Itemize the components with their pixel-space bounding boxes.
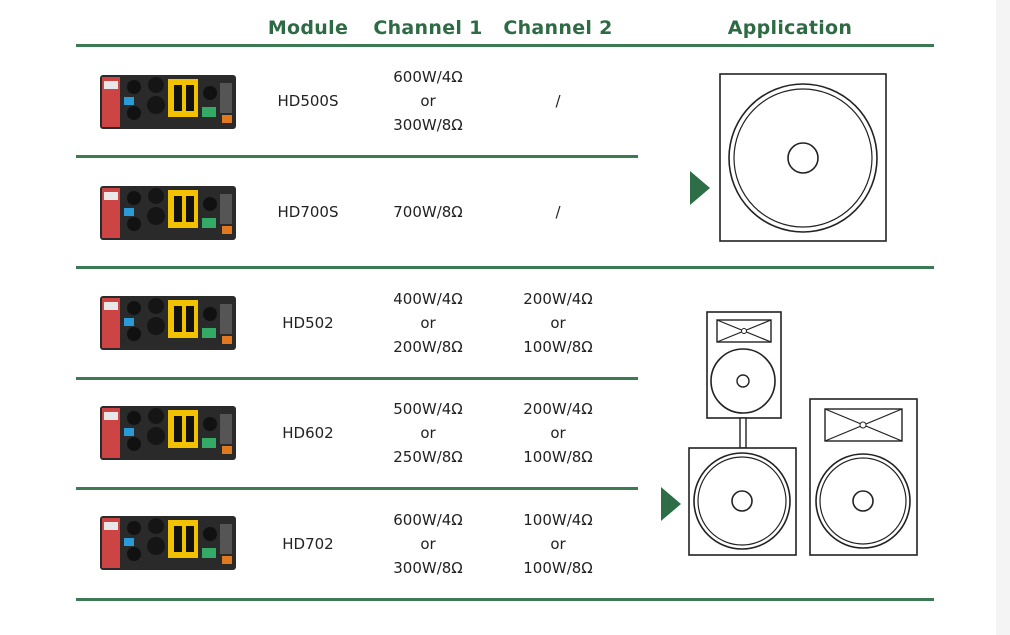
channel-2-power: 100W/4Ω or 100W/8Ω — [523, 511, 593, 577]
channel-1-power: 500W/4Ω or 250W/8Ω — [393, 400, 463, 466]
channel-1-power: 700W/8Ω — [393, 203, 463, 221]
channel-2-power: 200W/4Ω or 100W/8Ω — [523, 400, 593, 466]
channel-2-power: / — [555, 92, 561, 110]
module-name: HD700S — [277, 203, 339, 221]
module-name: HD500S — [277, 92, 339, 110]
channel-2-power: 200W/4Ω or 100W/8Ω — [523, 290, 593, 356]
channel-1-power: 600W/4Ω or 300W/8Ω — [393, 511, 463, 577]
row-divider — [76, 487, 638, 490]
header-module: Module — [267, 17, 349, 39]
play-triangle-icon — [661, 487, 681, 521]
module-name: HD502 — [282, 314, 334, 332]
header-channel-1: Channel 1 — [373, 17, 483, 39]
group-divider — [76, 266, 934, 269]
play-triangle-icon — [690, 171, 710, 205]
header-rule — [76, 44, 934, 47]
module-name: HD702 — [282, 535, 334, 553]
row-divider — [76, 155, 638, 158]
channel-1-power: 600W/4Ω or 300W/8Ω — [393, 68, 463, 134]
amplifier-module-pcb-icon — [100, 296, 236, 350]
channel-2-power: / — [555, 203, 561, 221]
amplifier-module-pcb-icon — [100, 406, 236, 460]
channel-1-power: 400W/4Ω or 200W/8Ω — [393, 290, 463, 356]
header-application: Application — [727, 17, 853, 39]
subwoofer-speaker-icon — [719, 73, 887, 242]
header-channel-2: Channel 2 — [503, 17, 613, 39]
row-divider — [76, 377, 638, 380]
module-name: HD602 — [282, 424, 334, 442]
two-way-speaker-stack-icon — [688, 311, 918, 556]
amplifier-module-pcb-icon — [100, 516, 236, 570]
amplifier-module-pcb-icon — [100, 186, 236, 240]
amplifier-module-pcb-icon — [100, 75, 236, 129]
table-bottom-rule — [76, 598, 934, 601]
page-edge-strip — [996, 0, 1010, 635]
